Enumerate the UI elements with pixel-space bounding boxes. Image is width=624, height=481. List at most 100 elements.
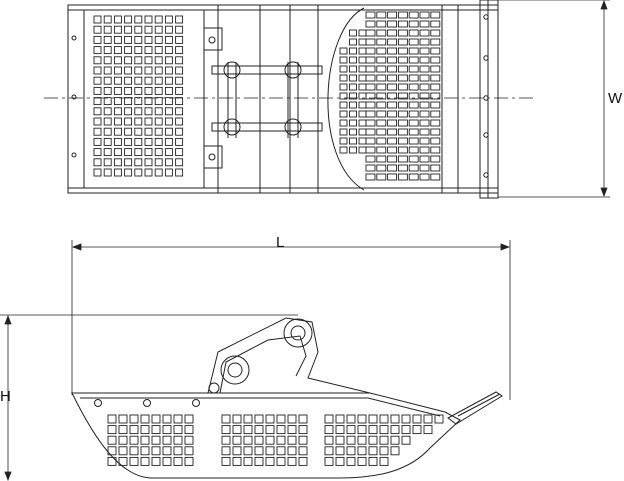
mesh-cell [408, 74, 419, 82]
mesh-cell [173, 414, 183, 424]
mesh-cell [254, 456, 264, 466]
mesh-cell [144, 66, 153, 75]
mesh-cell [184, 446, 194, 456]
mesh-cell [173, 425, 183, 435]
mesh-cell [430, 128, 441, 136]
mesh-cell [164, 117, 173, 126]
mesh-cell [103, 137, 112, 146]
mesh-cell [357, 435, 367, 445]
mesh-cell [397, 74, 408, 82]
mesh-cell [423, 414, 433, 424]
mesh-cell [408, 47, 419, 55]
mesh-cell [419, 29, 430, 37]
mesh-cell [397, 137, 408, 145]
mesh-cell [365, 74, 376, 82]
mesh-cell [397, 83, 408, 91]
mesh-cell [387, 83, 398, 91]
mesh-cell [134, 117, 143, 126]
mesh-cell [324, 446, 334, 456]
mesh-cell [387, 29, 398, 37]
mesh-cell [339, 110, 348, 118]
mesh-cell [349, 47, 357, 55]
mesh-cell [349, 128, 357, 136]
mesh-cell [401, 435, 411, 445]
mesh-cell [164, 76, 173, 85]
mesh-cell [134, 35, 143, 44]
mesh-cell [144, 97, 153, 106]
mesh-cell [144, 86, 153, 95]
mesh-cell [175, 56, 184, 65]
mesh-cell [401, 425, 411, 435]
mesh-cell [93, 86, 102, 95]
mesh-cell [339, 56, 348, 64]
mesh-cell [358, 47, 367, 55]
mesh-cell [144, 107, 153, 116]
mesh-cell [358, 65, 367, 73]
mesh-cell [129, 456, 139, 466]
mesh-cell [430, 119, 441, 127]
mesh-cell [349, 101, 357, 109]
mesh-cell [408, 29, 419, 37]
mesh-cell [376, 128, 387, 136]
mesh-cell [430, 146, 441, 154]
mesh-cell [164, 137, 173, 146]
length-label: L [276, 234, 284, 251]
mesh-cell [397, 56, 408, 64]
mesh-cell [419, 101, 430, 109]
mesh-cell [358, 74, 367, 82]
mesh-cell [129, 425, 139, 435]
top-side-bolt [71, 94, 77, 100]
mesh-cell [434, 414, 444, 424]
mesh-cell [134, 25, 143, 34]
top-view [67, 0, 499, 199]
mesh-cell [154, 66, 163, 75]
width-label: W [608, 90, 623, 107]
mesh-cell [408, 56, 419, 64]
mesh-cell [376, 47, 387, 55]
mesh-cell [93, 35, 102, 44]
mesh-cell [175, 117, 184, 126]
mesh-cell [339, 65, 348, 73]
mesh-cell [365, 110, 376, 118]
mesh-cell [140, 456, 150, 466]
mesh-cell [397, 146, 408, 154]
mesh-cell [103, 117, 112, 126]
mesh-cell [387, 74, 398, 82]
mesh-cell [379, 446, 389, 456]
mesh-cell [113, 148, 122, 157]
mesh-cell [390, 435, 400, 445]
mesh-cell [254, 435, 264, 445]
mesh-cell [365, 29, 376, 37]
mesh-cell [376, 20, 387, 28]
mesh-cell [376, 164, 387, 172]
mesh-cell [346, 414, 356, 424]
mesh-cell [134, 56, 143, 65]
mesh-cell [103, 127, 112, 136]
mesh-cell [430, 173, 441, 181]
mesh-cell [349, 83, 357, 91]
mesh-cell [144, 137, 153, 146]
mesh-cell [430, 92, 441, 100]
mesh-cell [134, 86, 143, 95]
mesh-cell [376, 11, 387, 19]
top-lug-bolt [208, 36, 216, 44]
mesh-cell [376, 155, 387, 163]
top-edge-bolt [483, 55, 489, 61]
mesh-cell [335, 435, 345, 445]
mesh-cell [221, 446, 231, 456]
mesh-cell [164, 66, 173, 75]
mesh-cell [358, 92, 367, 100]
mesh-cell [419, 20, 430, 28]
mesh-cell [397, 119, 408, 127]
mesh-cell [408, 173, 419, 181]
mesh-cell [397, 47, 408, 55]
mesh-cell [387, 38, 398, 46]
mesh-cell [113, 97, 122, 106]
mesh-cell [419, 155, 430, 163]
mesh-cell [173, 456, 183, 466]
pin-boss-front [283, 318, 313, 348]
mesh-cell [154, 117, 163, 126]
mesh-cell [397, 20, 408, 28]
mesh-cell [103, 107, 112, 116]
mesh-cell [408, 101, 419, 109]
